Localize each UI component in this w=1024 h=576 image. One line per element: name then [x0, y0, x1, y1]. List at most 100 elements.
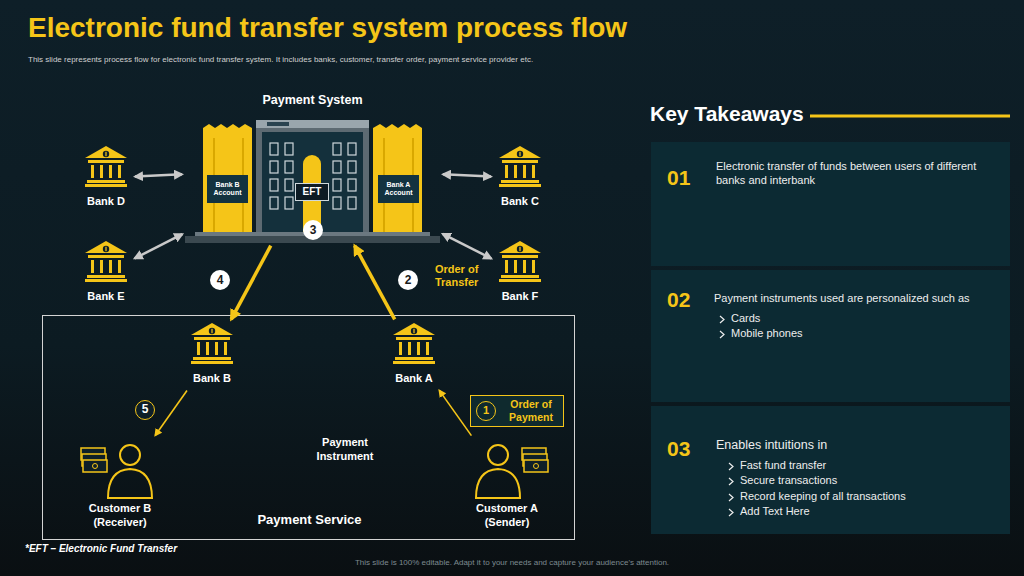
- bank-column: [197, 342, 200, 355]
- window: [333, 161, 341, 173]
- bank-column: [118, 165, 121, 178]
- bank-column: [505, 260, 508, 273]
- bank-roof: [499, 241, 541, 253]
- node-text: Bank E: [80, 290, 132, 304]
- bank-roof: [499, 146, 541, 158]
- bank-beam: [502, 255, 538, 258]
- coin: [103, 151, 109, 157]
- bank-column: [399, 342, 402, 355]
- node-text: Payment System: [230, 93, 395, 109]
- node-text: Bank C: [494, 195, 546, 209]
- window: [348, 161, 356, 173]
- bank-base: [499, 184, 541, 187]
- flow-arrow: [443, 174, 491, 176]
- money-note: [524, 460, 548, 472]
- tower: [373, 124, 422, 236]
- window: [348, 179, 356, 191]
- coin-mark: [105, 152, 106, 156]
- bank-column: [532, 260, 535, 273]
- bank-symbol: [498, 240, 542, 284]
- bank-roof: [85, 146, 127, 158]
- bank-beam: [88, 255, 124, 258]
- bank-column: [100, 165, 103, 178]
- takeaway-panel: 02Payment instruments used are personali…: [651, 270, 1010, 402]
- bank-column: [514, 260, 517, 273]
- bullet-chevron: [719, 330, 725, 339]
- bank-roof: [85, 241, 127, 253]
- bank-beam: [502, 160, 538, 163]
- node-text: Payment instruments used are personalize…: [714, 292, 1004, 306]
- bank-node: Bank D: [80, 145, 132, 211]
- bank-column: [224, 342, 227, 355]
- flow-arrow: [155, 391, 187, 436]
- bank-roof: [393, 323, 435, 335]
- node-text: Electronic transfer of funds between use…: [716, 160, 978, 188]
- window: [333, 143, 341, 155]
- bank-column: [514, 165, 517, 178]
- bullet-chevron-shape: [720, 331, 724, 338]
- bank-step: [501, 275, 539, 278]
- customer-node: Customer A (Sender): [462, 438, 552, 533]
- flow-arrow: [439, 390, 471, 435]
- bank-roof: [191, 323, 233, 335]
- bank-column: [118, 260, 121, 273]
- bank-column: [426, 342, 429, 355]
- node-text: Bank F: [494, 290, 546, 304]
- building-body: [256, 120, 369, 236]
- bank-step: [501, 180, 539, 183]
- node-text: Customer B (Receiver): [80, 501, 160, 530]
- node-text: Customer A (Sender): [467, 501, 547, 530]
- slide-note: This slide is 100% editable. Adapt it to…: [0, 558, 1024, 568]
- node-text: Fast fund transfer: [740, 459, 826, 473]
- bank-column: [523, 260, 526, 273]
- bank-base: [191, 361, 233, 364]
- window: [348, 143, 356, 155]
- footnote: *EFT – Electronic Fund Transfer: [25, 543, 177, 556]
- window: [285, 179, 293, 191]
- coin-mark: [413, 329, 414, 333]
- bank-node: Bank B: [186, 322, 238, 388]
- person-head: [488, 445, 508, 465]
- bullet-chevron: [728, 477, 734, 486]
- bank-column: [408, 342, 411, 355]
- tower: [203, 124, 252, 236]
- node-text: Cards: [731, 312, 760, 326]
- bank-beam: [194, 337, 230, 340]
- order-box: 1Order of Payment: [470, 395, 564, 427]
- bank-base: [85, 184, 127, 187]
- bullet-chevron-shape: [729, 509, 733, 516]
- bank-column: [109, 165, 112, 178]
- node-text: Bank D: [80, 195, 132, 209]
- account-panel: Bank B Account: [207, 175, 248, 203]
- bank-symbol: [190, 322, 234, 366]
- section-heading: Key Takeaways: [650, 101, 804, 127]
- coin: [517, 246, 523, 252]
- bank-step: [87, 275, 125, 278]
- flow-arrow: [231, 246, 271, 320]
- heading-rule: [810, 115, 1010, 118]
- bank-column: [91, 260, 94, 273]
- bullet-chevron: [719, 315, 725, 324]
- flow-arrow: [443, 234, 492, 259]
- account-panel: Bank A Account: [378, 175, 419, 203]
- node-text: Enables intuitions in: [716, 438, 827, 454]
- person-head: [120, 445, 140, 465]
- node-text: Bank A Account: [378, 175, 419, 203]
- bank-step: [193, 357, 231, 360]
- customer-symbol: [75, 438, 165, 500]
- flow-arrow: [355, 246, 395, 320]
- window: [333, 197, 341, 209]
- bank-symbol: [392, 322, 436, 366]
- slide-subtitle: This slide represents process flow for e…: [28, 55, 533, 65]
- window: [348, 197, 356, 209]
- window: [270, 143, 278, 155]
- payment-service-frame: Payment ServiceBank BBank ACustomer B (R…: [42, 315, 575, 540]
- customer-node: Customer B (Receiver): [75, 438, 165, 533]
- bank-node: Bank E: [80, 240, 132, 306]
- window: [285, 143, 293, 155]
- node-text: 03: [667, 436, 690, 462]
- node-text: EFT: [296, 184, 328, 200]
- person-body: [108, 469, 152, 498]
